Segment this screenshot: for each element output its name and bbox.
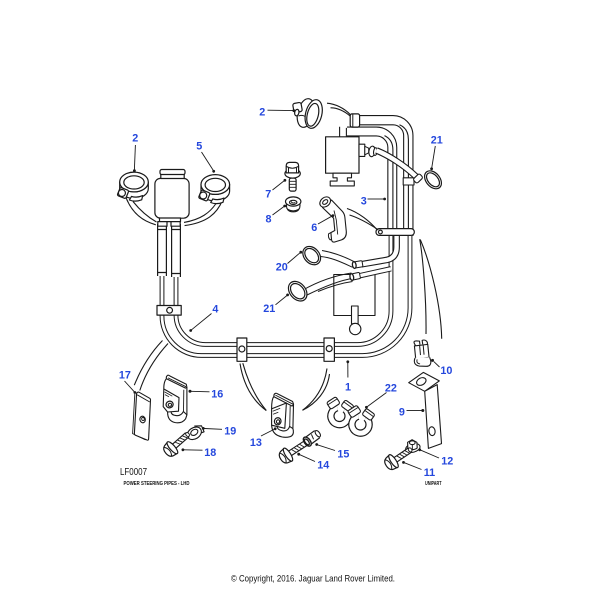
svg-text:13: 13 (250, 437, 262, 449)
svg-text:18: 18 (204, 447, 216, 459)
svg-text:20: 20 (276, 262, 288, 274)
svg-text:6: 6 (311, 222, 317, 234)
svg-text:7: 7 (265, 189, 271, 201)
svg-text:15: 15 (337, 449, 349, 461)
svg-text:21: 21 (263, 303, 275, 315)
svg-text:5: 5 (196, 141, 202, 153)
svg-text:12: 12 (441, 456, 453, 468)
svg-text:10: 10 (440, 365, 452, 377)
svg-text:17: 17 (119, 370, 131, 382)
svg-text:9: 9 (399, 407, 405, 419)
svg-text:© Copyright, 2016. Jaguar Land: © Copyright, 2016. Jaguar Land Rover Lim… (231, 574, 395, 584)
svg-text:11: 11 (424, 467, 435, 479)
svg-text:2: 2 (132, 133, 138, 145)
svg-text:19: 19 (224, 426, 236, 438)
svg-text:16: 16 (211, 389, 223, 401)
svg-text:2: 2 (259, 107, 265, 119)
svg-text:4: 4 (212, 304, 218, 316)
svg-text:8: 8 (265, 214, 271, 226)
svg-text:POWER STEERING PIPES - LHD: POWER STEERING PIPES - LHD (124, 481, 190, 487)
svg-text:1: 1 (345, 382, 351, 394)
svg-text:22: 22 (385, 383, 397, 395)
svg-text:3: 3 (361, 196, 367, 208)
svg-text:21: 21 (431, 135, 443, 147)
svg-text:LF0007: LF0007 (120, 467, 147, 478)
svg-text:14: 14 (317, 460, 329, 472)
svg-text:UNIPART: UNIPART (425, 481, 442, 487)
